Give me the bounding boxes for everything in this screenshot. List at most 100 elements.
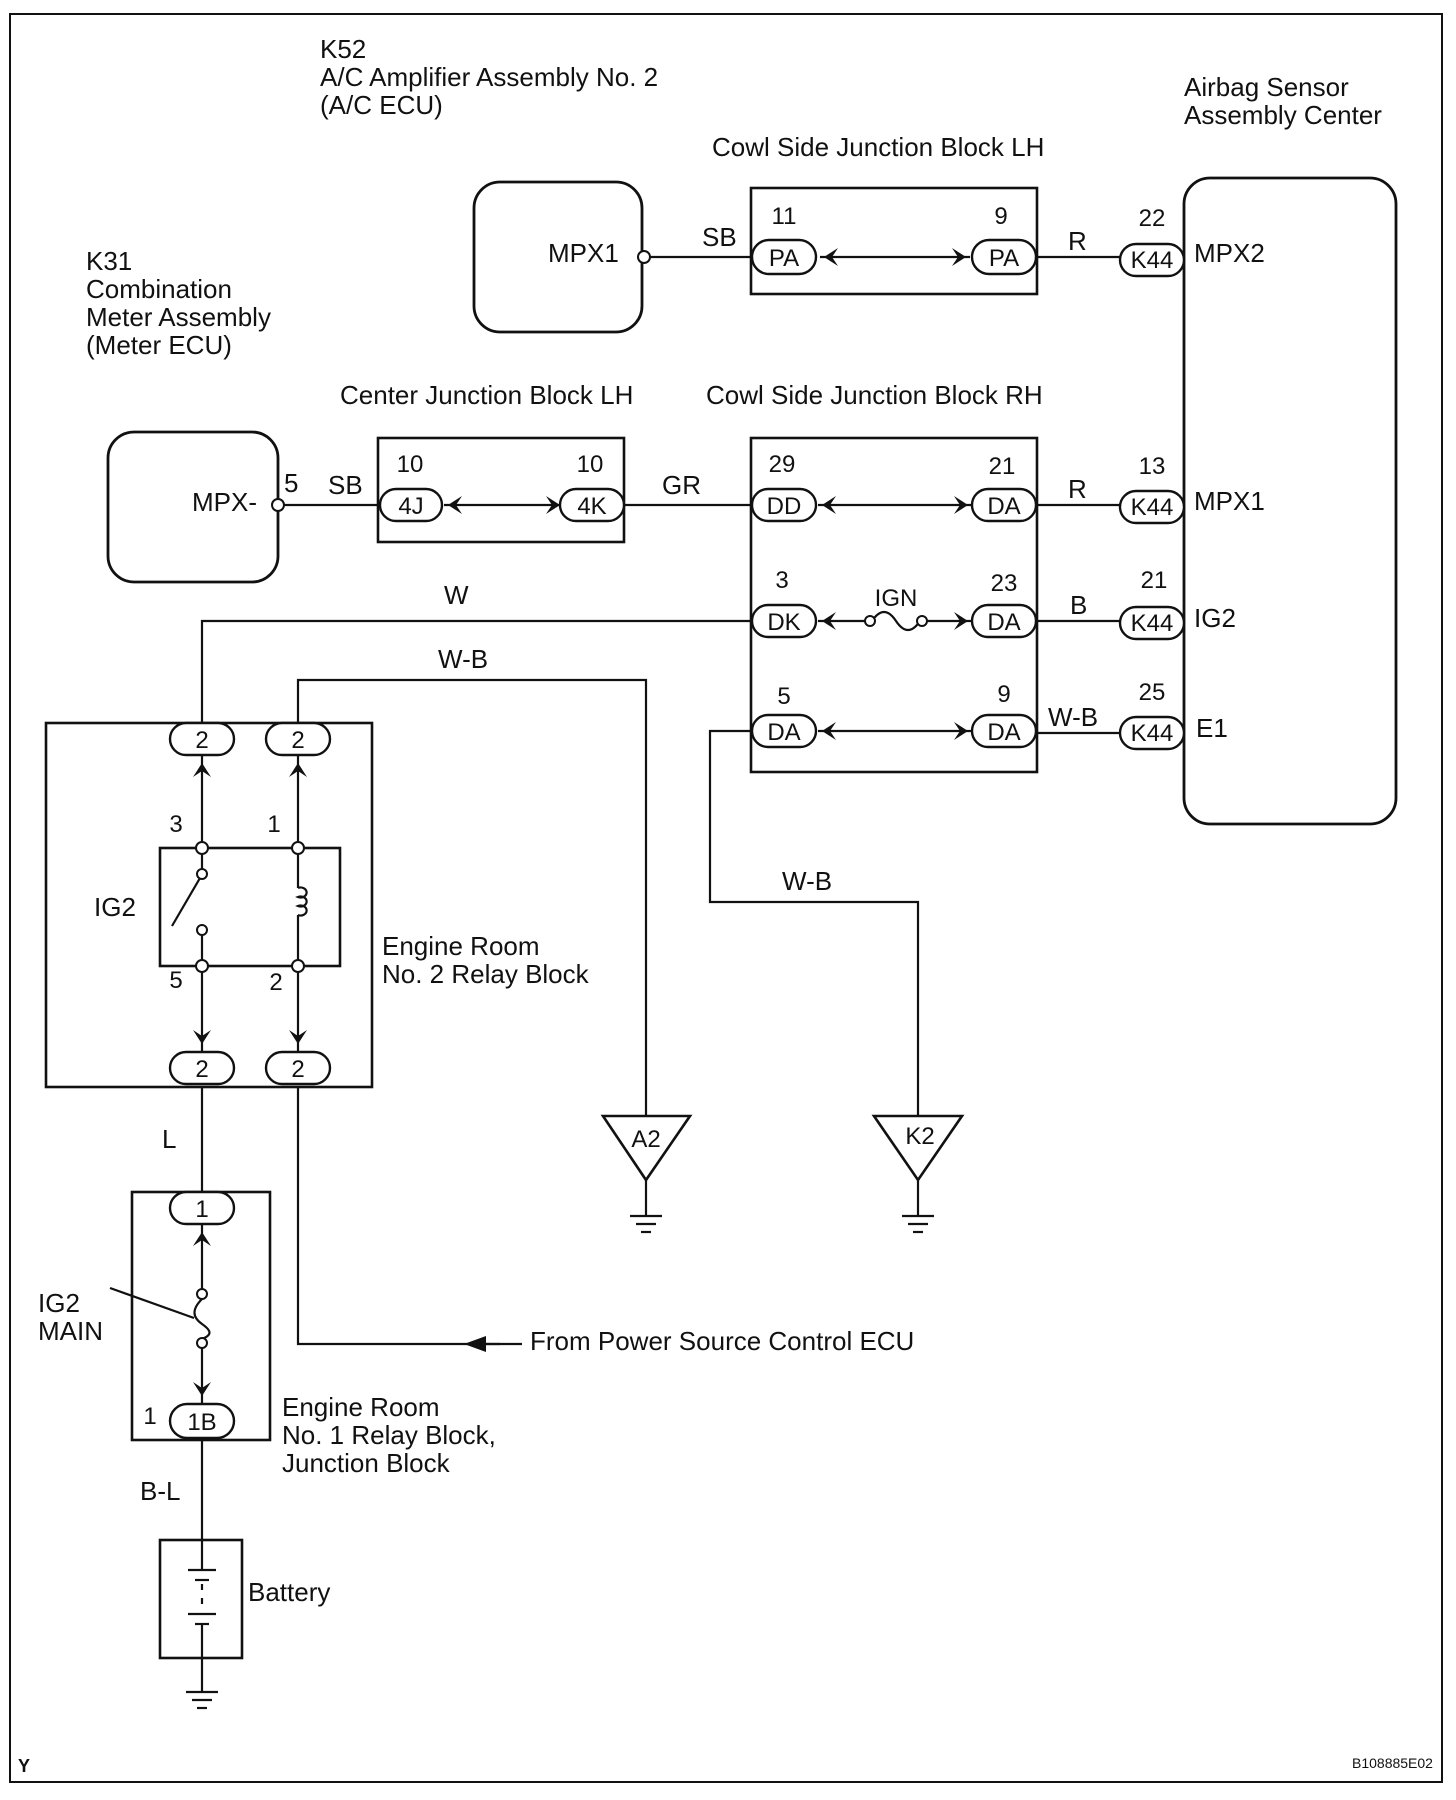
airbag-e1-conn: K44 [1131, 720, 1174, 747]
relay2-relay-label: IG2 [94, 892, 136, 922]
meter-ecu-name3: (Meter ECU) [86, 330, 232, 360]
center-lh-right-no: 10 [577, 451, 604, 478]
relay-contact-icon [196, 868, 208, 880]
meter-ecu-name: Combination [86, 274, 232, 304]
relay2-top-conn-right: 2 [291, 727, 304, 754]
relay2-title: Engine Room [382, 931, 540, 961]
relay1-bottom-connector [168, 1402, 236, 1440]
center-lh-box [376, 436, 626, 544]
cowl-rh-box [749, 436, 1039, 774]
relay2-subtitle: No. 2 Relay Block [382, 959, 590, 989]
cowl-rh-row2-right-no: 23 [991, 570, 1018, 597]
center-lh-left-no: 10 [397, 451, 424, 478]
relay2-pin-1: 1 [267, 811, 280, 838]
relay1-fuse-label: IG2 [38, 1288, 80, 1318]
airbag-mpx2-conn: K44 [1131, 247, 1174, 274]
fuse-leader-line [109, 1286, 195, 1320]
cowl-lh-left-connector [750, 238, 818, 276]
relay1-fuse-label2: MAIN [38, 1316, 103, 1346]
relay1-subtitle: No. 1 Relay Block, [282, 1420, 496, 1450]
meter-ecu-terminal-icon [271, 498, 285, 512]
relay2-pin-2: 2 [269, 969, 282, 996]
wire-w-b-3 [708, 729, 920, 1116]
relay1-bottom-no: 1 [143, 1403, 156, 1430]
relay-terminal-icon [195, 959, 209, 973]
wire-label-w: W [444, 580, 469, 610]
airbag-e1-pin: E1 [1196, 713, 1228, 743]
cowl-rh-row1-left-conn: DD [767, 493, 802, 520]
fuse-terminal-icon [864, 615, 876, 627]
ac-ecu-code: K52 [320, 34, 366, 64]
cowl-rh-row2-left-conn: DK [767, 609, 800, 636]
wire-label-b: B [1070, 590, 1087, 620]
airbag-mpx2-pin: MPX2 [1194, 238, 1265, 268]
ign-fuse-icon [871, 610, 921, 632]
airbag-mpx2-no: 22 [1139, 205, 1166, 232]
cowl-rh-row3-left-conn: DA [767, 719, 800, 746]
fuse-terminal-icon [916, 615, 928, 627]
wire-w [200, 619, 752, 722]
cowl-rh-row2-right-conn: DA [987, 609, 1020, 636]
center-lh-left-conn: 4J [398, 493, 423, 520]
airbag-ig2-pin: IG2 [1194, 603, 1236, 633]
wire-label-wb-3: W-B [782, 866, 832, 896]
airbag-e1-no: 25 [1139, 679, 1166, 706]
cowl-rh-title: Cowl Side Junction Block RH [706, 380, 1043, 410]
airbag-ig2-conn: K44 [1131, 610, 1174, 637]
cowl-lh-left-conn: PA [769, 245, 799, 272]
ig2-main-fuse-icon [193, 1298, 211, 1341]
cowl-rh-row3-left-no: 5 [777, 683, 790, 710]
relay-coil-icon [295, 886, 308, 917]
wire-label-sb-1: SB [702, 222, 737, 252]
center-lh-left-connector [378, 487, 444, 523]
relay1-subtitle2: Junction Block [282, 1448, 451, 1478]
ground-a2-triangle-icon [600, 1114, 693, 1183]
relay-contact-icon [196, 924, 208, 936]
meter-ecu-code: K31 [86, 246, 132, 276]
relay1-top-conn: 1 [195, 1196, 208, 1223]
cowl-lh-title: Cowl Side Junction Block LH [712, 132, 1044, 162]
wire-label-wb-1: W-B [1048, 702, 1098, 732]
relay2-bottom-connector-right [264, 1050, 332, 1086]
airbag-subname: Assembly Center [1184, 100, 1382, 130]
cowl-rh-row1-right-no: 21 [989, 453, 1016, 480]
cowl-lh-left-no: 11 [772, 203, 797, 230]
corner-mark-left: Y [18, 1756, 30, 1776]
wire-label-wb-2: W-B [438, 644, 488, 674]
center-lh-right-conn: 4K [577, 493, 606, 520]
meter-ecu-name2: Meter Assembly [86, 302, 271, 332]
airbag-mpx1-conn: K44 [1131, 494, 1174, 521]
ac-ecu-title: K52 A/C Amplifier Assembly No. 2 (A/C EC… [320, 34, 658, 120]
airbag-k44-connector-mpx1 [1118, 489, 1186, 525]
airbag-mpx1-pin: MPX1 [1194, 486, 1265, 516]
relay-switch-icon [171, 877, 201, 927]
cowl-lh-box [749, 186, 1039, 296]
wire-w-b-2 [296, 678, 648, 1116]
wire-label-bl: B-L [140, 1476, 180, 1506]
wire-label-r-2: R [1068, 474, 1087, 504]
meter-ecu-pin-no: 5 [284, 468, 298, 498]
signal-arrow-icon [464, 1336, 486, 1352]
cowl-rh-row2-left-no: 3 [775, 567, 788, 594]
cowl-rh-row1-left-no: 29 [769, 451, 796, 478]
relay2-bottom-conn-right: 2 [291, 1056, 304, 1083]
relay2-bottom-conn-left: 2 [195, 1056, 208, 1083]
relay-terminal-icon [195, 841, 209, 855]
wire-label-sb-2: SB [328, 470, 363, 500]
airbag-k44-connector-e1 [1118, 715, 1186, 751]
meter-ecu-pin-label: MPX- [192, 487, 257, 517]
wire-label-l: L [162, 1124, 176, 1154]
airbag-title: Airbag Sensor Assembly Center [1184, 72, 1382, 130]
relay2-pin-5: 5 [169, 967, 182, 994]
cowl-rh-row3-right-conn: DA [987, 719, 1020, 746]
ground-k2-triangle-icon [871, 1114, 965, 1183]
relay2-pin-3: 3 [169, 811, 182, 838]
relay1-title: Engine Room [282, 1392, 440, 1422]
from-ecu-note: From Power Source Control ECU [530, 1326, 914, 1356]
ground-a2-label: A2 [631, 1126, 660, 1153]
fuse-terminal-icon [196, 1337, 208, 1349]
cowl-rh-row1-right-conn: DA [987, 493, 1020, 520]
cowl-rh-row3-right-connector [970, 713, 1038, 749]
ac-ecu-name: A/C Amplifier Assembly No. 2 [320, 62, 658, 92]
